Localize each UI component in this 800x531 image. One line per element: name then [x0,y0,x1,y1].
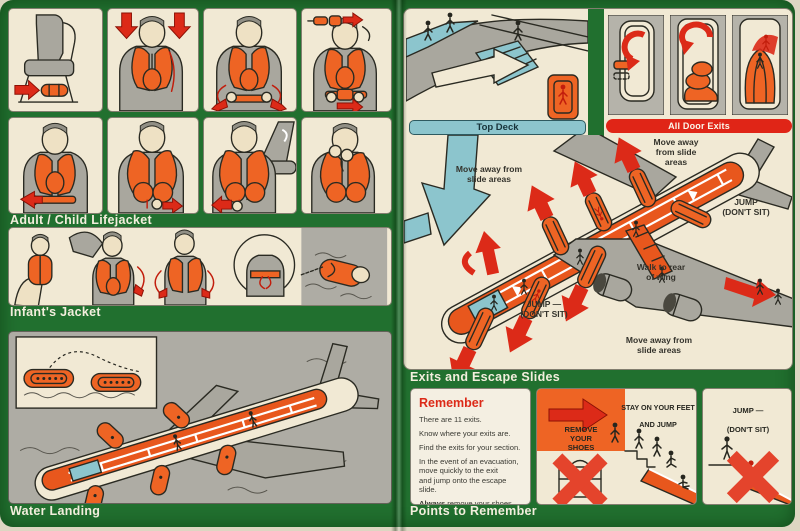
remember-line-always: Always remove your shoes. [419,499,514,505]
water-landing-illustration [8,331,392,504]
infant-jacket-illustration [8,227,392,306]
door-slide-pack-illustration [670,15,726,115]
annotation-move-away-upper-right: Move away from slide areas [653,137,699,168]
remember-line: Know where your exits are. [419,428,511,438]
top-deck-illustration [406,12,588,120]
section-label-infants-jacket: Infant's Jacket [10,305,101,319]
lifejacket-over-head-illustration [107,8,199,112]
lifejacket-blow-tube-illustration [301,117,392,214]
remember-heading: Remember [419,396,484,410]
remember-line: There are 11 exits. [419,415,482,424]
annotation-move-away-lower: Move away from slide areas [625,335,693,356]
top-deck-band: Top Deck [409,120,586,135]
door-handle-illustration [608,15,664,115]
annotation-jump-dont-sit-right: JUMP (DON'T SIT) [722,197,770,218]
all-door-exits-label: All Door Exits [668,121,730,131]
section-label-exits-escape-slides: Exits and Escape Slides [410,370,561,384]
evacuation-diagram-panel: Top Deck [403,8,793,370]
section-label-water-landing: Water Landing [10,504,101,518]
lifejacket-inflated-pull-toggle-illustration [107,117,199,214]
lifejacket-inflated-aircraft-tail-illustration [203,117,297,214]
remember-panel: Remember There are 11 exits. Know where … [410,388,531,505]
exits-escape-slides-diagram [404,135,792,369]
lifejacket-buckle-illustration [301,8,392,112]
card-spine-fold [391,0,407,531]
stay-on-feet-caption: STAY ON YOUR FEET AND JUMP [621,402,695,429]
annotation-move-away-upper-left: Move away from slide areas [455,164,523,185]
top-deck-label: Top Deck [476,122,519,133]
slide-inflating-illustration [732,15,788,115]
all-door-exits-band: All Door Exits [606,119,792,133]
lifejacket-waist-straps-illustration [203,8,297,112]
annotation-jump-dont-sit-lower: JUMP — (DON'T SIT) [520,299,568,320]
jump-dont-sit-caption: JUMP — (DON'T SIT) [726,406,770,435]
remove-shoes-caption: REMOVE YOUR SHOES [564,425,598,453]
remember-line: In the event of an evacuation, move quic… [419,456,519,495]
lifejacket-under-seat-illustration [8,8,103,112]
remove-shoes-stay-on-feet-panel: REMOVE YOUR SHOES STAY ON YOUR FEET AND … [536,388,697,505]
lifejacket-tighten-strap-illustration [8,117,103,214]
panel-gutter [588,9,604,139]
annotation-walk-to-rear: Walk to rear of wing [636,262,686,283]
section-label-points-to-remember: Points to Remember [410,504,537,518]
remember-line: Find the exits for your section. [419,442,521,452]
section-label-adult-child-lifejacket: Adult / Child Lifejacket [10,213,152,227]
jump-dont-sit-panel: JUMP — (DON'T SIT) [702,388,792,505]
